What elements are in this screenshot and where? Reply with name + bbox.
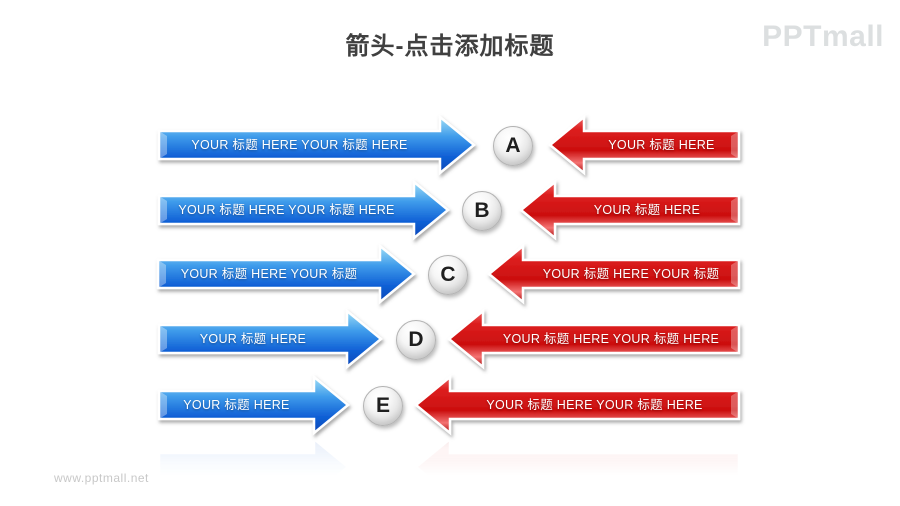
red-arrow-label: YOUR 标题 HERE YOUR 标题 HERE bbox=[486, 398, 703, 412]
red-arrow-d: YOUR 标题 HERE YOUR 标题 HERE bbox=[447, 308, 741, 370]
letter-badge-b: B bbox=[462, 191, 502, 231]
blue-arrow-label: YOUR 标题 HERE bbox=[183, 398, 290, 412]
red-arrow-e: YOUR 标题 HERE YOUR 标题 HERE bbox=[414, 374, 741, 436]
page-title: 箭头-点击添加标题 bbox=[345, 33, 555, 60]
blue-arrow-label: YOUR 标题 HERE YOUR 标题 HERE bbox=[178, 203, 395, 217]
left-arrow-icon bbox=[447, 308, 741, 370]
red-arrow-reflection bbox=[414, 436, 741, 498]
left-arrow-icon bbox=[548, 114, 741, 176]
red-arrow-label: YOUR 标题 HERE YOUR 标题 bbox=[542, 267, 720, 281]
blue-arrow-label: YOUR 标题 HERE YOUR 标题 bbox=[180, 267, 358, 281]
red-arrow-c: YOUR 标题 HERE YOUR 标题 bbox=[487, 243, 741, 305]
left-arrow-icon bbox=[519, 179, 741, 241]
red-arrow-label: YOUR 标题 HERE bbox=[593, 203, 701, 217]
left-arrow-icon bbox=[487, 243, 741, 305]
watermark-url: www.pptmall.net bbox=[54, 471, 149, 485]
red-arrow-label: YOUR 标题 HERE bbox=[608, 138, 715, 152]
letter-badge-c: C bbox=[428, 255, 468, 295]
letter-badge-e: E bbox=[363, 386, 403, 426]
red-arrow-a: YOUR 标题 HERE bbox=[548, 114, 741, 176]
blue-arrow-label: YOUR 标题 HERE YOUR 标题 HERE bbox=[191, 138, 408, 152]
letter-badge-d: D bbox=[396, 320, 436, 360]
right-arrow-icon bbox=[156, 243, 416, 305]
left-arrow-icon bbox=[414, 374, 741, 436]
right-arrow-icon bbox=[157, 308, 383, 370]
blue-arrow-d: YOUR 标题 HERE bbox=[157, 308, 383, 370]
blue-arrow-label: YOUR 标题 HERE bbox=[199, 332, 307, 346]
right-arrow-icon bbox=[157, 114, 476, 176]
letter-badge-a: A bbox=[493, 126, 533, 166]
right-arrow-icon bbox=[157, 179, 450, 241]
red-arrow-b: YOUR 标题 HERE bbox=[519, 179, 741, 241]
blue-arrow-c: YOUR 标题 HERE YOUR 标题 bbox=[156, 243, 416, 305]
red-arrow-label: YOUR 标题 HERE YOUR 标题 HERE bbox=[502, 332, 720, 346]
pptmall-logo: PPTmall bbox=[762, 20, 884, 53]
right-arrow-icon bbox=[157, 374, 350, 436]
blue-arrow-a: YOUR 标题 HERE YOUR 标题 HERE bbox=[157, 114, 476, 176]
blue-arrow-e: YOUR 标题 HERE bbox=[157, 374, 350, 436]
blue-arrow-reflection bbox=[157, 436, 350, 498]
blue-arrow-b: YOUR 标题 HERE YOUR 标题 HERE bbox=[157, 179, 450, 241]
